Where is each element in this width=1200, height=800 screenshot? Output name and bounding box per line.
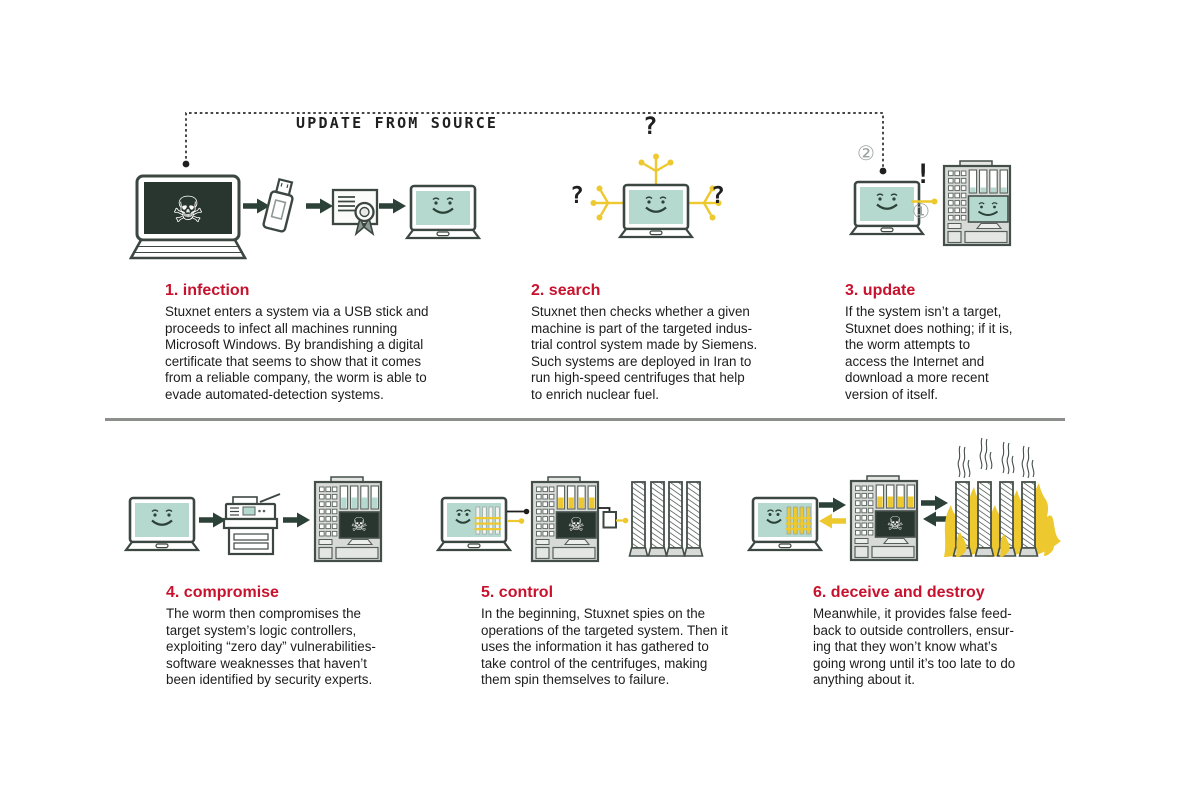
step-title: 3. update — [845, 282, 916, 299]
centrifuge-icon — [628, 481, 649, 557]
centrifuge-icon — [665, 481, 686, 557]
arrow-right-icon — [199, 512, 226, 528]
step4-illustration — [124, 477, 381, 561]
laptop-icon — [124, 496, 200, 552]
connector-endpoint-dot — [879, 167, 887, 175]
probe-fork-up-icon — [637, 152, 675, 188]
arrow-right-icon — [379, 198, 406, 214]
step-4-compromise: 4. compromise The worm then compromises … — [166, 584, 491, 689]
step-body: The worm then compromises the target sys… — [166, 606, 376, 688]
step-title: 6. deceive and destroy — [813, 584, 985, 601]
compromised-plc-icon — [532, 477, 598, 561]
arrow-right-icon — [921, 495, 948, 511]
searching-laptop-icon — [618, 183, 694, 239]
data-line-dot — [523, 508, 530, 515]
smoke-icon — [1021, 445, 1035, 479]
flames-front — [956, 531, 1055, 557]
arrow-right-icon — [306, 198, 333, 214]
relay-box-icon — [602, 511, 617, 529]
circled-two-icon: ② — [857, 141, 875, 165]
step-6-deceive-and-destroy: 6. deceive and destroy Meanwhile, it pro… — [813, 584, 1138, 689]
arrow-right-icon — [283, 512, 310, 528]
usb-stick-icon — [261, 177, 298, 234]
compromised-plc-icon — [851, 476, 917, 560]
certificate-icon — [331, 188, 379, 236]
step-title: 4. compromise — [166, 584, 279, 601]
arrow-right-icon — [819, 497, 846, 513]
control-line — [598, 507, 611, 512]
step6-illustration — [747, 437, 1061, 560]
exclamation-mark-icon: ! — [915, 159, 932, 190]
compromised-plc-icon — [315, 477, 381, 561]
step3-illustration — [849, 161, 1010, 245]
update-connector-line — [185, 112, 884, 171]
section-divider — [105, 418, 1065, 421]
step-1-infection: 1. infection Stuxnet enters a system via… — [165, 282, 495, 404]
smoke-icon — [979, 437, 993, 471]
step-body: Meanwhile, it provides false feed- back … — [813, 606, 1016, 688]
deceived-laptop-icon — [747, 496, 823, 552]
update-connector — [182, 112, 887, 175]
step-body: If the system isn’t a target, Stuxnet do… — [845, 304, 1013, 402]
step2-illustration — [589, 152, 723, 239]
step1-illustration — [129, 174, 481, 260]
step-2-search: 2. search Stuxnet then checks whether a … — [531, 282, 796, 404]
question-mark-icon: ? — [570, 183, 584, 209]
step-title: 1. infection — [165, 282, 250, 299]
smoke-icon — [1001, 441, 1015, 475]
step5-illustration — [436, 477, 704, 561]
question-mark-icon: ? — [643, 112, 658, 140]
clean-laptop-icon — [405, 184, 481, 240]
connector-endpoint-dot — [182, 160, 190, 168]
step-body: Stuxnet then checks whether a given mach… — [531, 304, 758, 402]
probe-fork-left-icon — [589, 184, 625, 222]
query-dot — [931, 198, 938, 205]
smoke-icon — [957, 445, 971, 479]
step-body: Stuxnet enters a system via a USB stick … — [165, 304, 429, 402]
burning-centrifuge-icon — [1018, 481, 1039, 557]
step-3-update: 3. update If the system isn’t a target, … — [845, 282, 1060, 404]
step-body: In the beginning, Stuxnet spies on the o… — [481, 606, 728, 688]
step-5-control: 5. control In the beginning, Stuxnet spi… — [481, 584, 816, 689]
burning-centrifuge-icon — [974, 481, 995, 557]
plc-controller-icon — [944, 161, 1010, 245]
centrifuge-icon — [647, 481, 668, 557]
monitoring-laptop-icon — [436, 496, 512, 552]
centrifuge-icon — [683, 481, 704, 557]
control-line-dot — [622, 517, 629, 524]
question-mark-icon: ? — [711, 183, 725, 209]
step-title: 5. control — [481, 584, 554, 601]
printer-icon — [222, 492, 282, 556]
circled-one-icon: ① — [912, 199, 930, 223]
data-line-dot — [518, 518, 525, 524]
infected-laptop-icon — [129, 174, 247, 260]
update-from-source-label: UPDATE FROM SOURCE — [296, 114, 499, 132]
arrow-left-yellow-icon — [819, 513, 846, 529]
step-title: 2. search — [531, 282, 601, 299]
